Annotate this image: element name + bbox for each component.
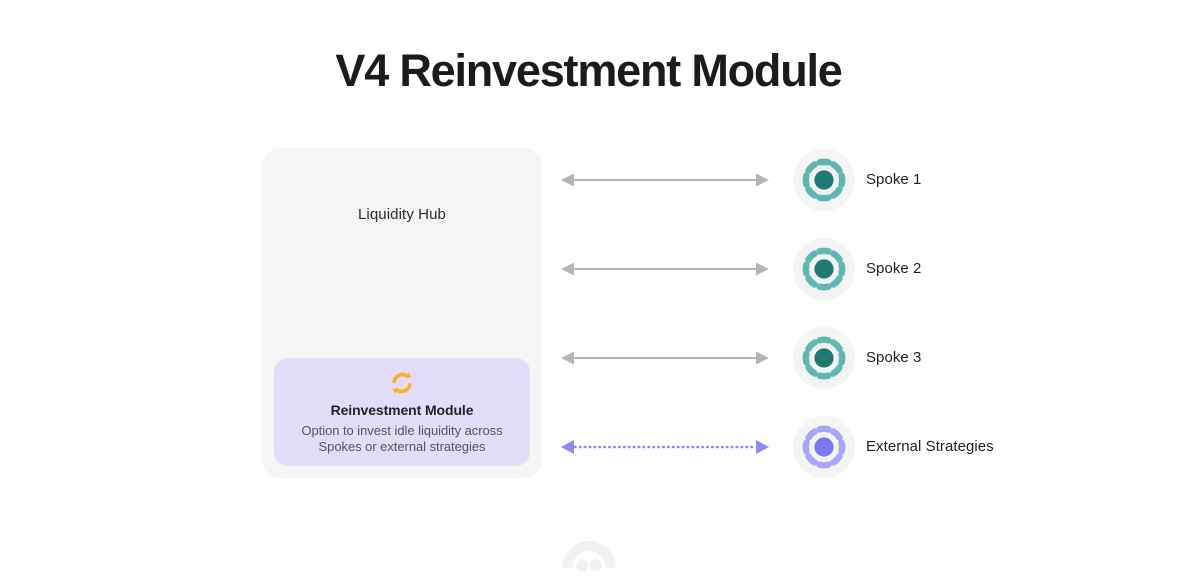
reinvestment-module-description: Option to invest idle liquidity across S… — [301, 423, 503, 454]
bidirectional-arrow-solid — [560, 168, 770, 192]
reinvestment-module-title: Reinvestment Module — [330, 402, 474, 418]
bidirectional-arrow-solid — [560, 346, 770, 370]
connection-row-spoke-3: Spoke 3 — [560, 327, 1120, 389]
node-spoke-2[interactable] — [793, 238, 855, 300]
node-label-spoke-1: Spoke 1 — [866, 171, 922, 188]
spoke-ring-icon — [793, 149, 855, 211]
bidirectional-arrow-solid — [560, 257, 770, 281]
node-label-external-strategies: External Strategies — [866, 438, 994, 455]
node-spoke-3[interactable] — [793, 327, 855, 389]
node-spoke-1[interactable] — [793, 149, 855, 211]
spoke-ring-icon — [793, 327, 855, 389]
spoke-ring-icon — [793, 238, 855, 300]
spoke-ring-icon — [793, 416, 855, 478]
refresh-cycle-icon — [389, 370, 415, 396]
connection-row-external-strategies: External Strategies — [560, 416, 1120, 478]
liquidity-hub-label: Liquidity Hub — [357, 206, 447, 223]
bidirectional-arrow-dotted — [560, 435, 770, 459]
reinvestment-module-card[interactable]: Reinvestment Module Option to invest idl… — [274, 358, 530, 466]
connection-row-spoke-2: Spoke 2 — [560, 238, 1120, 300]
node-label-spoke-2: Spoke 2 — [866, 260, 922, 277]
liquidity-hub-card: Liquidity Hub Reinvestment Mod — [262, 148, 542, 478]
node-external-strategies[interactable] — [793, 416, 855, 478]
connection-row-spoke-1: Spoke 1 — [560, 149, 1120, 211]
page-title: V4 Reinvestment Module — [335, 45, 842, 96]
arch-dots-watermark-icon — [558, 528, 620, 583]
node-label-spoke-3: Spoke 3 — [866, 349, 922, 366]
